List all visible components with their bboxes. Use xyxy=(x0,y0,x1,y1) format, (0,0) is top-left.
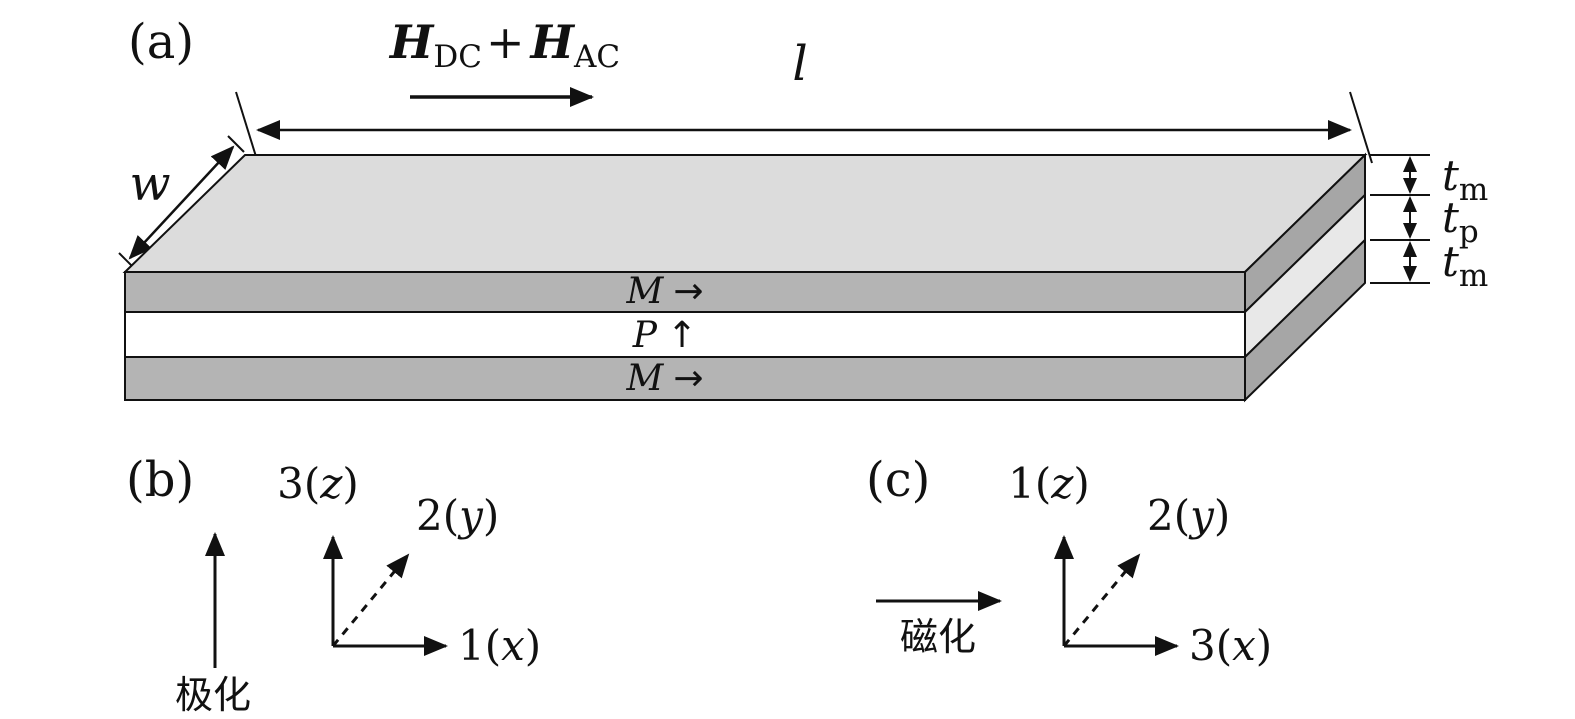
length-extension-tick-left xyxy=(235,91,259,164)
thickness-label-tm-top: tm xyxy=(1442,151,1488,208)
thickness-label-tp: tp xyxy=(1442,193,1479,250)
axis-c-horizontal-label: 3(x) xyxy=(1189,621,1272,670)
length-dimension: l xyxy=(235,36,1373,164)
axis-c-diagonal-arrow xyxy=(1062,553,1141,647)
width-dimension-arrow xyxy=(128,145,235,260)
magnet-layer-bottom-side xyxy=(1244,237,1366,403)
field-label: HDC+HAC xyxy=(388,15,620,75)
panel-b: (b) 极化 3(z) 2(y) 1(x) xyxy=(126,452,541,717)
layer-label-magnet-top: M→ xyxy=(625,271,703,312)
axes-c: 1(z) 2(y) 3(x) xyxy=(1008,459,1272,670)
width-label: w xyxy=(129,156,170,212)
panel-c-label: (c) xyxy=(866,452,930,508)
length-extension-tick-right xyxy=(1349,91,1373,164)
magnet-layer-top-front xyxy=(124,271,1246,313)
axis-b-diagonal-arrow xyxy=(331,553,410,647)
panel-a: (a) HDC+HAC l w xyxy=(118,14,1488,403)
slab-top-face xyxy=(122,154,1368,273)
thickness-label-tm-bottom: tm xyxy=(1442,237,1488,294)
width-dimension: w xyxy=(118,135,245,270)
laminate-slab: M→ P↑ M→ xyxy=(122,152,1368,403)
panel-b-label: (b) xyxy=(126,452,194,508)
axis-b-vertical-label: 3(z) xyxy=(277,459,359,508)
axis-b-diagonal-label: 2(y) xyxy=(416,491,499,540)
axis-c-vertical-label: 1(z) xyxy=(1008,459,1090,508)
axis-c-diagonal-label: 2(y) xyxy=(1147,491,1230,540)
length-label: l xyxy=(792,36,807,92)
width-tick-far xyxy=(227,135,245,153)
layer-label-magnet-bottom: M→ xyxy=(625,358,703,399)
thickness-dimension: tm tp tm xyxy=(1370,151,1488,294)
layer-label-piezo: P↑ xyxy=(632,315,697,356)
polarization-label: 极化 xyxy=(175,673,251,717)
axis-b-horizontal-label: 1(x) xyxy=(458,621,541,670)
magnetization-label: 磁化 xyxy=(900,615,976,659)
panel-c: (c) 磁化 1(z) 2(y) 3(x) xyxy=(866,452,1272,670)
panel-a-label: (a) xyxy=(128,14,194,70)
magnet-layer-bottom-front xyxy=(124,356,1246,401)
axes-b: 3(z) 2(y) 1(x) xyxy=(277,459,541,670)
